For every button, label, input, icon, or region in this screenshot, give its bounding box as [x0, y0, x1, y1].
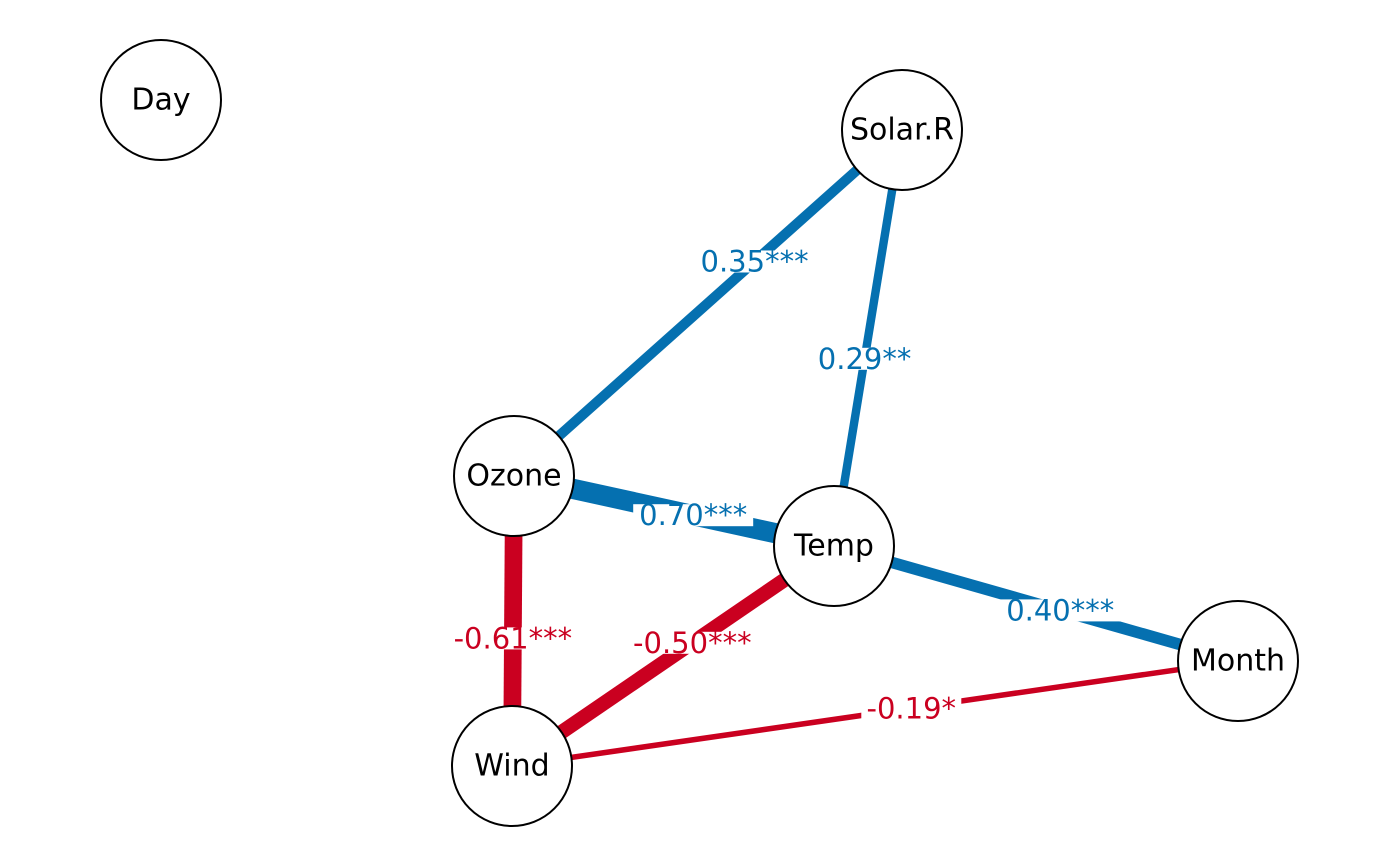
node-label-wind: Wind: [474, 749, 549, 784]
node-temp: Temp: [773, 485, 895, 607]
edge-label-temp-wind: -0.50***: [633, 626, 752, 660]
edge-temp-wind: [507, 540, 839, 772]
node-circle-wind: [451, 705, 573, 827]
edges-layer: [503, 126, 1240, 772]
node-label-ozone: Ozone: [466, 459, 561, 494]
node-solar: Solar.R: [841, 69, 963, 191]
node-wind: Wind: [451, 705, 573, 827]
edge-label-bg-temp-month: [1000, 599, 1121, 622]
edge-label-solar-temp: 0.29**: [818, 342, 912, 376]
node-circle-day: [100, 39, 222, 161]
edge-label-bg-wind-month: [861, 697, 962, 720]
node-label-month: Month: [1191, 644, 1285, 679]
edge-label-ozone-solar: 0.35***: [701, 244, 809, 278]
node-circle-solar: [841, 69, 963, 191]
edge-solar-temp: [829, 129, 907, 547]
node-label-day: Day: [131, 83, 190, 118]
edge-label-bg-ozone-temp: [633, 504, 754, 527]
node-label-temp: Temp: [793, 529, 874, 564]
node-circle-ozone: [453, 415, 575, 537]
node-ozone: Ozone: [453, 415, 575, 537]
node-month: Month: [1177, 600, 1299, 722]
node-circle-month: [1177, 600, 1299, 722]
edge-label-temp-month: 0.40***: [1006, 593, 1114, 627]
edge-label-bg-solar-temp: [814, 347, 915, 370]
edge-label-bg-ozone-solar: [695, 250, 814, 273]
edge-label-ozone-wind: -0.61***: [454, 621, 573, 655]
node-day: Day: [100, 39, 222, 161]
node-circle-temp: [773, 485, 895, 607]
node-label-solar: Solar.R: [850, 113, 954, 148]
edge-ozone-solar: [510, 126, 906, 480]
edge-label-bg-temp-wind: [626, 631, 759, 654]
edge-labels-layer: 0.35*** 0.29** 0.70*** 0.40*** -0.61*** -0.50…: [446, 244, 1121, 725]
edge-label-bg-ozone-wind: [446, 627, 579, 650]
edge-label-ozone-temp: 0.70***: [639, 498, 747, 532]
edge-label-wind-month: -0.19*: [867, 691, 957, 725]
